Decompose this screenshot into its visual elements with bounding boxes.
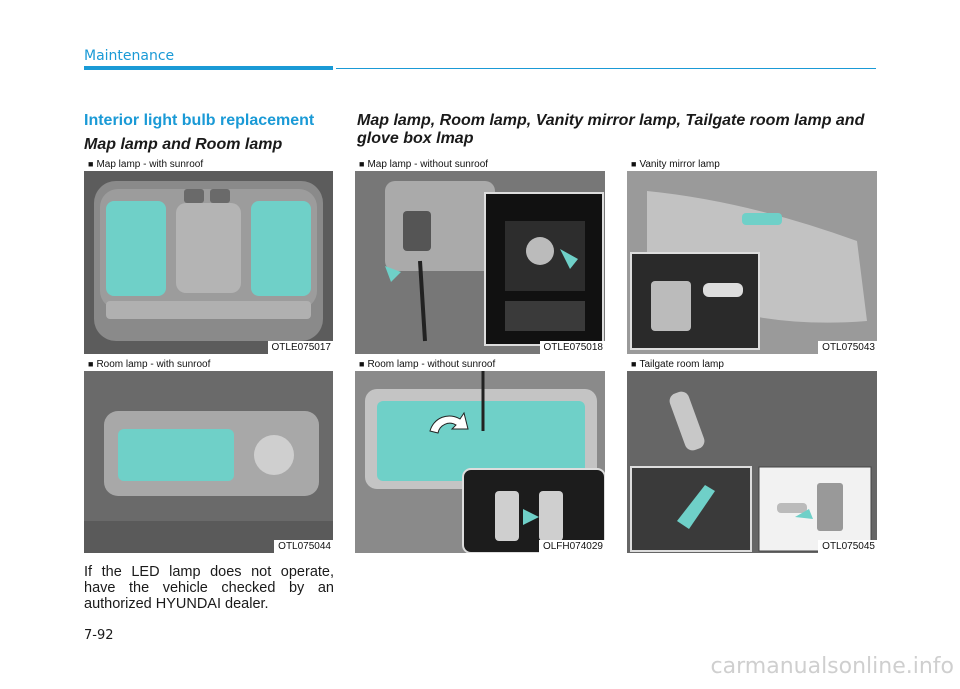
bullet-icon: ■ bbox=[88, 159, 94, 169]
illustration bbox=[355, 371, 605, 553]
illustration bbox=[84, 371, 333, 553]
bullet-icon: ■ bbox=[359, 159, 365, 169]
figure-code: OTL075044 bbox=[274, 540, 333, 553]
figure-code: OTLE075017 bbox=[267, 341, 333, 354]
figure-caption: ■Tailgate room lamp bbox=[627, 357, 877, 372]
figure-caption: ■Map lamp - without sunroof bbox=[355, 157, 605, 172]
bullet-icon: ■ bbox=[631, 159, 637, 169]
figure-room-lamp-no-sunroof: ■Room lamp - without sunroof OLFH074029 bbox=[355, 357, 605, 553]
bullet-icon: ■ bbox=[631, 359, 637, 369]
figure-caption: ■Vanity mirror lamp bbox=[627, 157, 877, 172]
figure-caption: ■Room lamp - with sunroof bbox=[84, 357, 333, 372]
header-rule-thick bbox=[84, 66, 333, 70]
figure-caption: ■Map lamp - with sunroof bbox=[84, 157, 333, 172]
illustration bbox=[355, 171, 605, 354]
section-label: Maintenance bbox=[84, 48, 175, 64]
figure-room-lamp-sunroof: ■Room lamp - with sunroof OTL075044 bbox=[84, 357, 333, 553]
page-number: 7-92 bbox=[84, 628, 114, 643]
subheading-map-room: Map lamp and Room lamp bbox=[84, 136, 283, 153]
header-rule-thin bbox=[336, 68, 876, 69]
bullet-icon: ■ bbox=[88, 359, 94, 369]
figure-code: OLFH074029 bbox=[538, 540, 605, 553]
section-heading: Interior light bulb replacement bbox=[84, 112, 315, 129]
figure-caption: ■Room lamp - without sunroof bbox=[355, 357, 605, 372]
figure-vanity-mirror-lamp: ■Vanity mirror lamp OTL075043 bbox=[627, 157, 877, 354]
illustration bbox=[84, 171, 333, 354]
subheading-all-lamps: Map lamp, Room lamp, Vanity mirror lamp,… bbox=[357, 112, 865, 147]
figure-code: OTL075043 bbox=[818, 341, 877, 354]
figure-code: OTL075045 bbox=[818, 540, 877, 553]
figure-map-lamp-sunroof: ■Map lamp - with sunroof OTLE075017 bbox=[84, 157, 333, 354]
figure-tailgate-room-lamp: ■Tailgate room lamp OTL075045 bbox=[627, 357, 877, 553]
figure-code: OTLE075018 bbox=[539, 341, 605, 354]
led-lamp-note: If the LED lamp does not operate, have t… bbox=[84, 564, 334, 612]
illustration bbox=[627, 171, 877, 354]
bullet-icon: ■ bbox=[359, 359, 365, 369]
watermark: carmanualsonline.info bbox=[710, 654, 954, 679]
illustration bbox=[627, 371, 877, 553]
figure-map-lamp-no-sunroof: ■Map lamp - without sunroof OTLE075018 bbox=[355, 157, 605, 354]
